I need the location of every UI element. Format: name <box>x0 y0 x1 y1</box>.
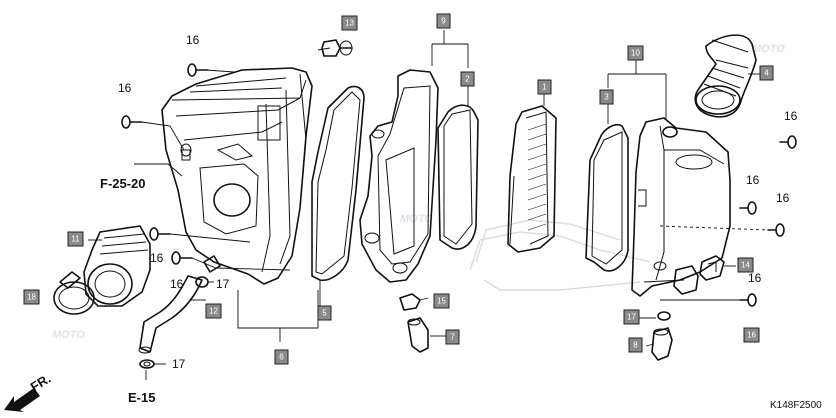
svg-text:16: 16 <box>747 331 756 340</box>
air-cleaner-element[interactable] <box>507 105 557 253</box>
callout-18[interactable]: 18 <box>23 289 40 305</box>
bolt-13[interactable] <box>321 39 353 57</box>
cover-gasket[interactable] <box>585 123 629 272</box>
band-clamp[interactable] <box>53 271 95 315</box>
plain-labels: 16 16 16 16 16 16 16 16 17 17 <box>118 33 798 371</box>
callout-2[interactable]: 2 <box>460 71 475 87</box>
callout-16-right[interactable]: 16 <box>743 327 760 343</box>
svg-text:3: 3 <box>604 93 609 102</box>
separator-frame[interactable] <box>359 69 439 283</box>
svg-text:5: 5 <box>322 309 327 318</box>
front-arrow-icon: FR. <box>4 371 53 412</box>
screw-16-f[interactable] <box>739 201 757 215</box>
callout-13[interactable]: 13 <box>341 15 358 31</box>
diagram-code: K148F2500 <box>770 400 822 411</box>
air-intake-duct[interactable] <box>694 34 757 118</box>
callout-9[interactable]: 9 <box>436 13 451 29</box>
drain-cap-8[interactable] <box>651 327 673 361</box>
drain-plug[interactable] <box>203 255 221 273</box>
callout-11[interactable]: 11 <box>67 231 84 247</box>
svg-text:MOTO: MOTO <box>752 43 785 55</box>
callout-15[interactable]: 15 <box>433 293 450 309</box>
svg-text:10: 10 <box>631 49 640 58</box>
case-gasket[interactable] <box>311 85 365 282</box>
svg-text:15: 15 <box>437 297 446 306</box>
label-16-d: 16 <box>170 277 184 291</box>
svg-text:6: 6 <box>279 353 284 362</box>
callout-14[interactable]: 14 <box>737 257 754 273</box>
callout-6[interactable]: 6 <box>274 349 289 365</box>
label-16-f: 16 <box>746 173 760 187</box>
svg-text:4: 4 <box>764 69 769 78</box>
tube-clip-lower[interactable] <box>139 359 155 369</box>
screw-16-e[interactable] <box>779 135 797 149</box>
svg-text:1: 1 <box>542 83 547 92</box>
svg-text:18: 18 <box>27 293 36 302</box>
svg-text:8: 8 <box>633 341 638 350</box>
screw-16-a[interactable] <box>187 63 209 77</box>
drain-joint[interactable] <box>399 293 421 311</box>
svg-text:9: 9 <box>441 17 446 26</box>
callout-17[interactable]: 17 <box>623 309 640 325</box>
svg-text:MOTO: MOTO <box>400 213 433 225</box>
callout-10[interactable]: 10 <box>627 45 644 61</box>
cover-clip[interactable] <box>699 255 725 281</box>
screw-16-c[interactable] <box>149 227 171 241</box>
screw-16-g[interactable] <box>767 223 785 237</box>
label-16-b: 16 <box>118 81 132 95</box>
drain-cap-7[interactable] <box>407 317 429 353</box>
svg-text:14: 14 <box>741 261 750 270</box>
label-16-h: 16 <box>748 271 762 285</box>
svg-text:2: 2 <box>465 75 470 84</box>
svg-text:13: 13 <box>345 19 354 28</box>
callout-5[interactable]: 5 <box>317 305 332 321</box>
brand-watermark-wing <box>469 219 651 291</box>
label-17-b: 17 <box>172 357 186 371</box>
screw-16-d[interactable] <box>171 251 193 265</box>
svg-text:12: 12 <box>209 307 218 316</box>
clip-17-right[interactable] <box>657 311 671 321</box>
callout-3[interactable]: 3 <box>599 89 614 105</box>
svg-text:17: 17 <box>627 313 636 322</box>
callout-12[interactable]: 12 <box>205 303 222 319</box>
callout-4[interactable]: 4 <box>759 65 774 81</box>
leader-lines <box>88 30 769 380</box>
screw-16-h[interactable] <box>739 293 757 307</box>
svg-text:11: 11 <box>71 235 80 244</box>
tube-clip-upper[interactable] <box>195 276 209 288</box>
svg-text:7: 7 <box>450 333 455 342</box>
label-16-a: 16 <box>186 33 200 47</box>
label-17-a: 17 <box>216 277 230 291</box>
label-16-c: 16 <box>150 251 164 265</box>
label-16-e: 16 <box>784 109 798 123</box>
svg-text:MOTO: MOTO <box>52 329 85 341</box>
element-gasket[interactable] <box>437 104 479 250</box>
screw-16-b[interactable] <box>121 115 143 129</box>
ref-e-15: E-15 <box>128 390 155 405</box>
ref-f-25-20: F-25-20 <box>100 176 146 191</box>
drain-tube[interactable] <box>138 275 203 354</box>
watermark-logo: MOTO MOTO MOTO <box>52 43 785 341</box>
connecting-tube[interactable] <box>83 225 151 307</box>
resonator-block[interactable] <box>673 265 699 295</box>
callout-1[interactable]: 1 <box>537 79 552 95</box>
callout-7[interactable]: 7 <box>445 329 460 345</box>
label-16-g: 16 <box>776 191 790 205</box>
callout-8[interactable]: 8 <box>628 337 643 353</box>
air-cleaner-case[interactable] <box>161 67 313 285</box>
